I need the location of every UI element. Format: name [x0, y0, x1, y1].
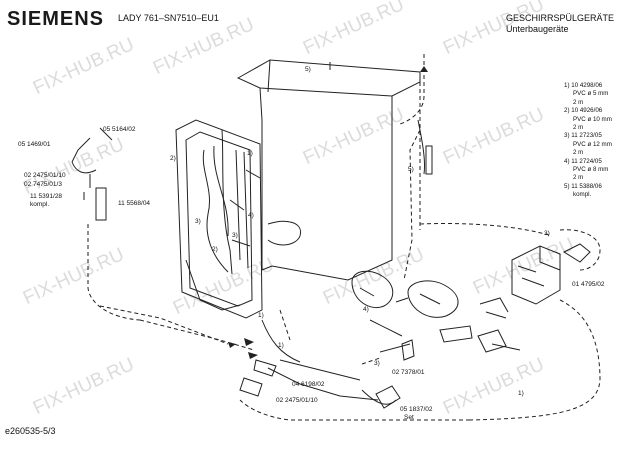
hose-callout: 1): [278, 342, 284, 349]
legend-item-length: 2 m: [573, 174, 584, 182]
part-label: 02 2475/01/10: [24, 172, 66, 179]
legend-item: 4) 11 2724/05: [564, 157, 602, 165]
brand-logo: SIEMENS: [7, 8, 105, 30]
hose-callout: 4): [363, 306, 369, 313]
category-title: GESCHIRRSPÜLGERÄTE: [506, 13, 615, 23]
legend-item: 2) 10 4926/06: [564, 107, 603, 115]
part-label: 05 1469/01: [18, 141, 51, 148]
legend-item-length: 2 m: [573, 98, 584, 106]
part-label: 02 7475/01/3: [24, 181, 62, 188]
part-label: kompl.: [30, 201, 50, 208]
legend-item-material: PVC ø 8 mm: [573, 166, 609, 174]
hose-callout: 5): [305, 66, 311, 73]
hose-callout: 3): [374, 360, 380, 367]
hose-callout: 2): [170, 155, 176, 162]
part-label: 11 5568/04: [118, 200, 151, 207]
part-label: 11 5391/28: [30, 193, 63, 200]
part-label: 02 7378/01: [392, 369, 425, 376]
hose-callout: 3): [544, 230, 550, 237]
legend-item-material: PVC ø 5 mm: [573, 90, 609, 98]
part-label: 05 1837/02: [400, 406, 433, 413]
category-subtitle: Unterbaugeräte: [506, 24, 569, 34]
part-label: Set: [404, 414, 414, 421]
hose-callout: 1): [518, 390, 524, 397]
part-label: 05 5164/02: [103, 126, 136, 133]
hose-legend: 1) 10 4298/06 PVC ø 5 mm 2 m 2) 10 4926/…: [564, 82, 634, 200]
legend-item: 5) 11 5388/06: [564, 182, 602, 190]
hose-callout: 1): [247, 150, 253, 157]
part-label: 04 6198/02: [292, 381, 325, 388]
legend-item-length: 2 m: [573, 149, 584, 157]
legend-item-material: PVC ø 12 mm: [573, 140, 612, 148]
legend-item: 3) 11 2723/05: [564, 132, 602, 140]
hose-callout: 4): [248, 212, 254, 219]
hose-callout: 2): [212, 246, 218, 253]
document-id: e260535-5/3: [5, 426, 56, 436]
hose-callout: 3): [195, 218, 201, 225]
legend-item-length: 2 m: [573, 124, 584, 132]
hose-callout: 1): [258, 312, 264, 319]
legend-item-material: PVC ø 10 mm: [573, 115, 612, 123]
model-title: LADY 761–SN7510–EU1: [118, 13, 219, 23]
hose-callout: 3): [232, 232, 238, 239]
legend-item-material: kompl.: [573, 191, 592, 199]
part-label: 02 2475/01/10: [276, 397, 318, 404]
part-label: 01 4795/02: [572, 281, 605, 288]
legend-item: 1) 10 4298/06: [564, 82, 603, 89]
hose-callout: 5): [408, 166, 414, 173]
